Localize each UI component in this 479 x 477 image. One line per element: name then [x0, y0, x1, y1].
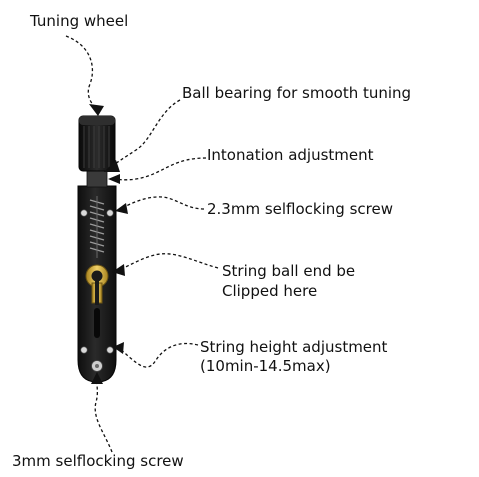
leader-screw-bottom: [94, 377, 113, 453]
bottom-screw-left: [80, 346, 88, 354]
leader-intonation: [113, 157, 207, 181]
tuning-wheel: [78, 115, 116, 172]
leader-tuning-wheel: [65, 35, 98, 111]
tuner-hardware: [77, 115, 117, 383]
bottom-screw-right: [106, 346, 114, 354]
label-string-height-line2: (10min-14.5max): [200, 357, 331, 375]
leader-lines: [65, 35, 219, 453]
string-slot: [94, 308, 100, 338]
top-screw-left: [80, 209, 88, 217]
leader-ball-bearing: [109, 99, 181, 169]
label-string-height-line1: String height adjustment: [200, 338, 388, 356]
leader-screw-top: [119, 196, 205, 210]
label-string-ball-line2: Clipped here: [222, 282, 317, 300]
top-screw-right: [106, 209, 114, 217]
labels: Tuning wheel Ball bearing for smooth tun…: [12, 12, 411, 470]
label-screw-top: 2.3mm selflocking screw: [207, 200, 393, 218]
label-screw-bottom: 3mm selflocking screw: [12, 452, 184, 470]
leader-string-height: [117, 342, 199, 368]
bearing-neck: [86, 169, 108, 188]
string-clip: [85, 264, 109, 305]
label-ball-bearing: Ball bearing for smooth tuning: [182, 84, 411, 102]
leader-string-ball: [117, 253, 219, 271]
label-tuning-wheel: Tuning wheel: [29, 12, 128, 30]
label-string-ball-line1: String ball end be: [222, 262, 355, 280]
label-intonation: Intonation adjustment: [207, 146, 374, 164]
